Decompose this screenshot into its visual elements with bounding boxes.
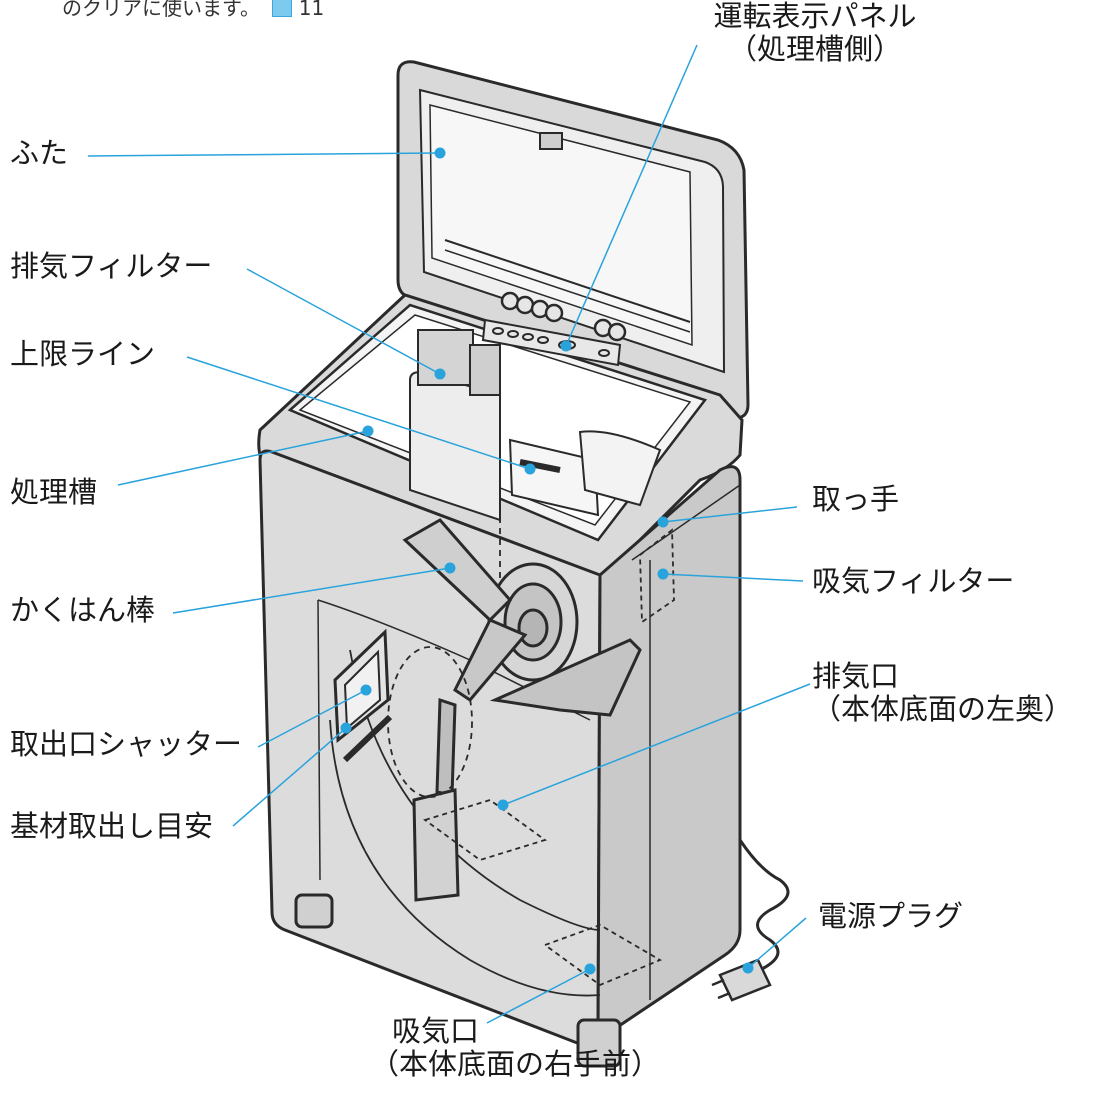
label-handle: 取っ手 [812, 482, 900, 516]
label-intake-port-line1: 吸気口 [392, 1014, 480, 1048]
shutter-shape [333, 628, 393, 763]
drum-outline [329, 649, 601, 997]
tank-interior [409, 329, 662, 522]
label-tank: 処理槽 [10, 475, 98, 509]
leader-lines [87, 44, 811, 1024]
power-cord [738, 839, 790, 986]
top-note-page-ref: 11 [298, 0, 325, 20]
power-plug-shape [711, 958, 772, 1002]
control-panel [481, 318, 622, 367]
label-lid: ふた [10, 136, 69, 170]
top-note-text: のクリアに使います。 [62, 0, 260, 20]
top-note: のクリアに使います。 11 [62, 0, 324, 21]
label-panel-line2: （処理槽側） [727, 32, 902, 67]
label-intake-port: 吸気口 （本体底面の右手前） [370, 1014, 661, 1082]
label-stirring-rod: かくはん棒 [10, 593, 156, 627]
label-exhaust-port-line1: 排気口 [812, 659, 900, 693]
label-upper-line: 上限ライン [10, 337, 156, 371]
label-intake-filter: 吸気フィルター [812, 564, 1015, 598]
label-exhaust-port-line2: （本体底面の左奥） [812, 692, 1074, 727]
label-shutter: 取出口シャッター [10, 727, 243, 761]
stirring-rod-shape [402, 518, 642, 902]
label-exhaust-filter: 排気フィルター [10, 249, 213, 283]
lid-button-row [500, 291, 627, 342]
callout-dots [340, 147, 754, 975]
label-panel: 運転表示パネル （処理槽側） [675, 0, 955, 67]
bottom-vents-dashed [423, 799, 663, 987]
page-ref-icon [272, 0, 293, 17]
label-guide: 基材取出し目安 [10, 809, 214, 843]
label-intake-port-line2: （本体底面の右手前） [370, 1047, 661, 1082]
label-power-plug: 電源プラグ [818, 899, 964, 933]
legs [294, 893, 622, 1068]
label-exhaust-port: 排気口 （本体底面の左奥） [812, 659, 1074, 727]
lid [396, 60, 750, 420]
intake-filter-dashed [639, 528, 675, 624]
label-panel-line1: 運転表示パネル [713, 0, 917, 33]
